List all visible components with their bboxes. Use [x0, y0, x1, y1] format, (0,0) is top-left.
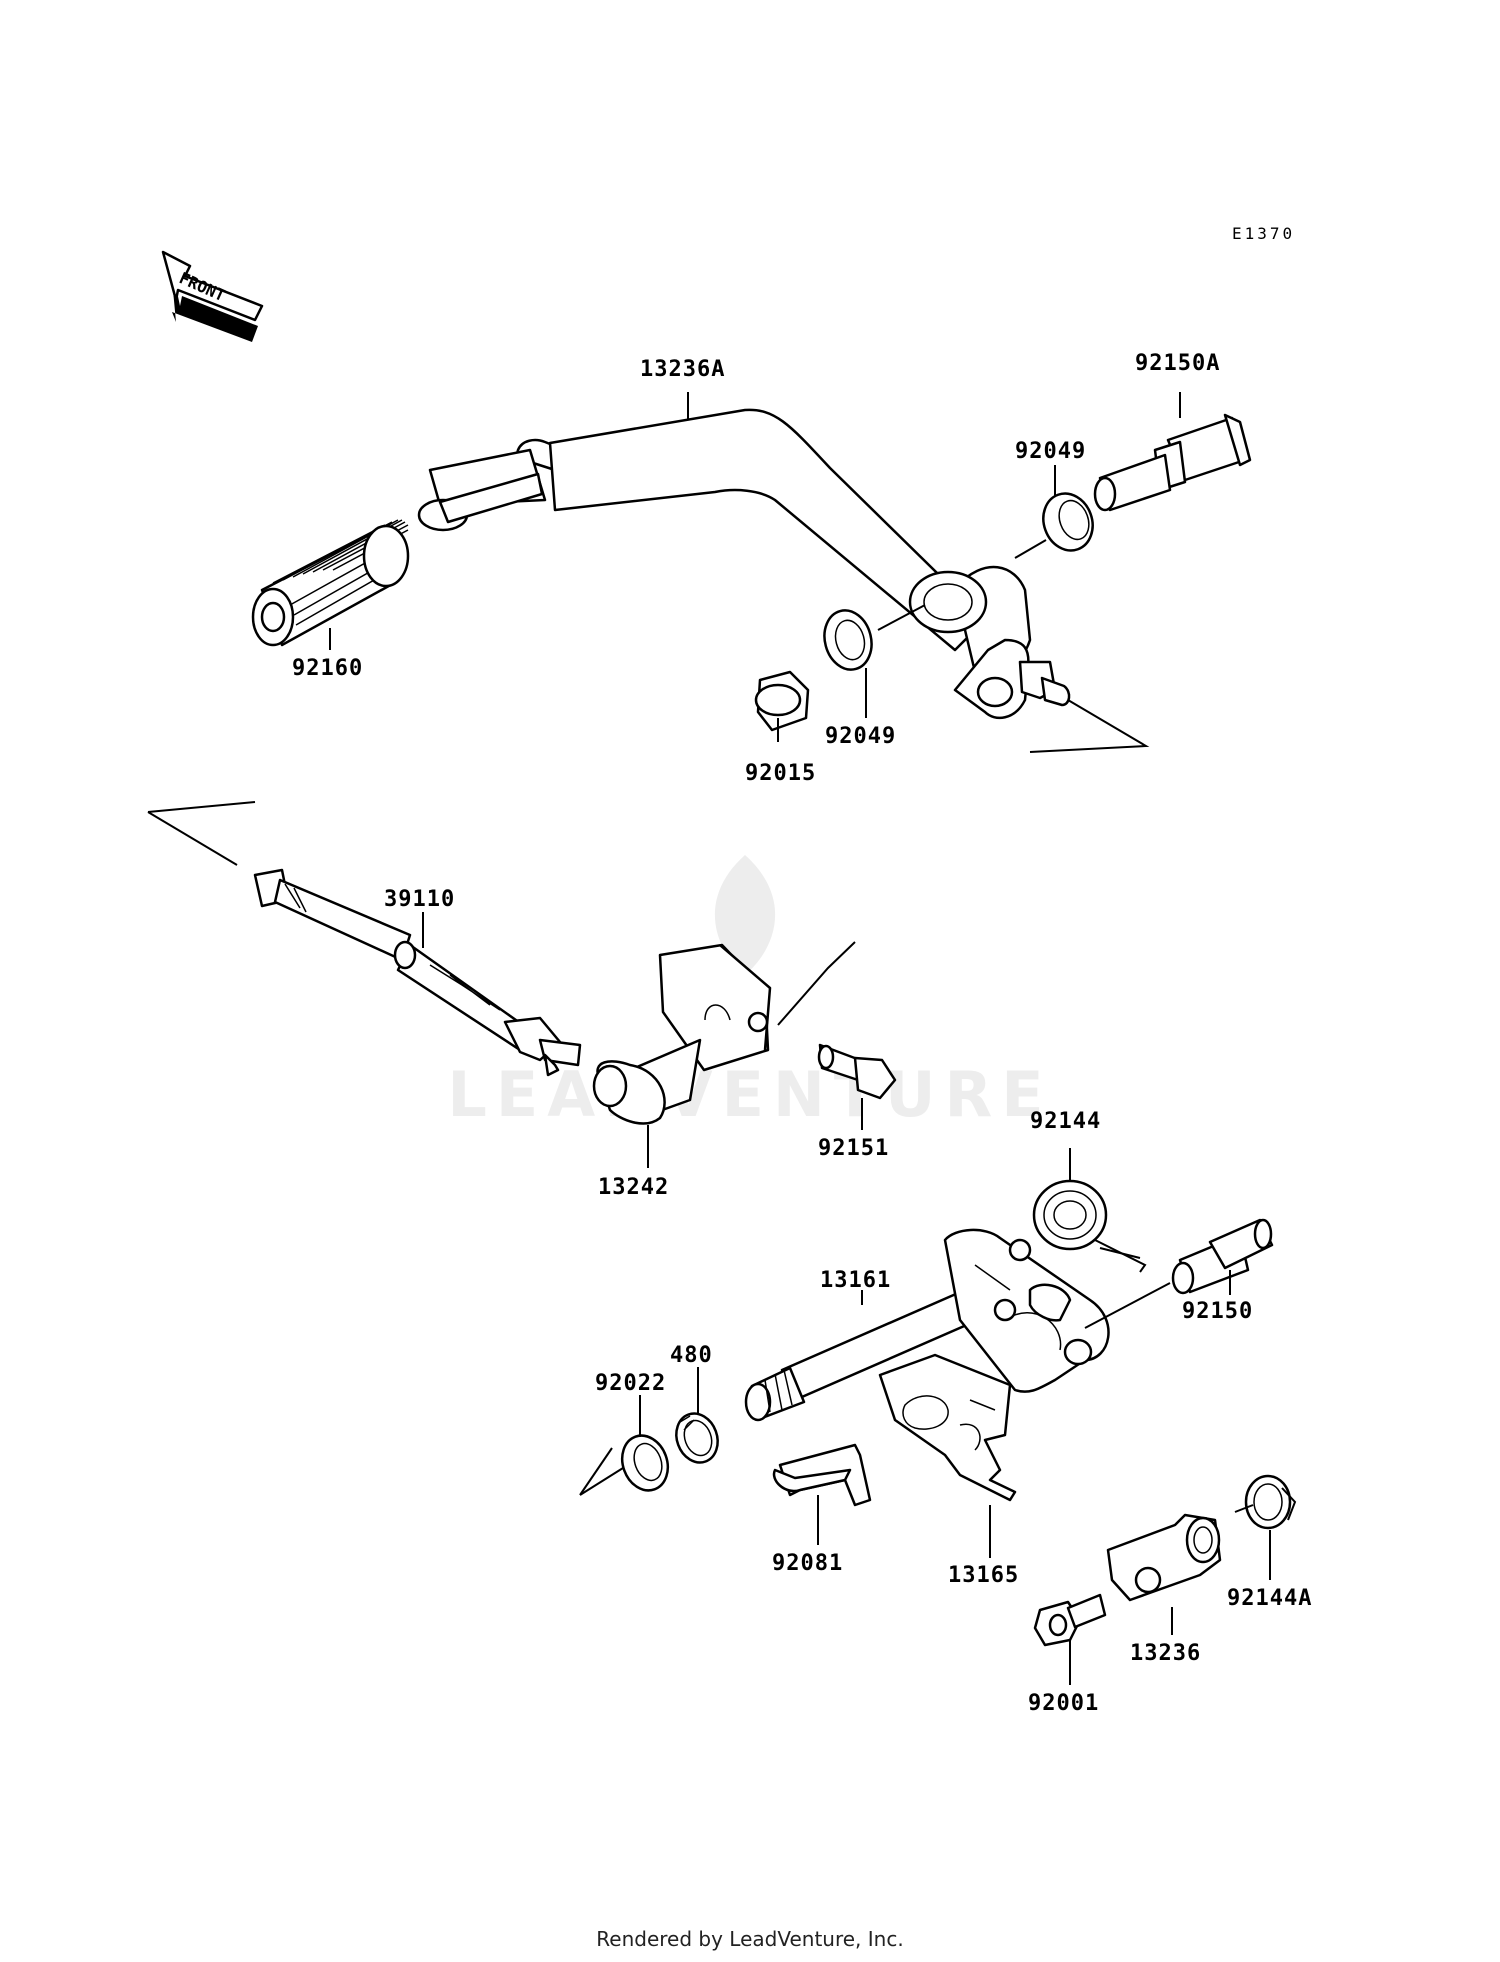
footer-credit: Rendered by LeadVenture, Inc. [596, 1927, 903, 1951]
part-92081-clip [772, 1443, 872, 1507]
part-13236A-shift-pedal [417, 408, 1071, 720]
part-labels: 13236A 92150A 92049 92049 92160 92015 39… [292, 351, 1312, 1716]
diagram-code: E1370 [1232, 224, 1295, 243]
part-92001-bolt [1033, 1593, 1107, 1647]
label-92160: 92160 [292, 656, 363, 681]
label-92049-lower: 92049 [825, 724, 896, 749]
part-13236-lever [1106, 1513, 1222, 1602]
part-92049-lower-washer [823, 609, 873, 671]
label-92150A: 92150A [1135, 351, 1220, 376]
part-92049-upper-washer [1042, 492, 1094, 552]
part-92160-rubber-pedal [251, 519, 410, 647]
label-13161: 13161 [820, 1268, 891, 1293]
label-13242: 13242 [598, 1175, 669, 1200]
watermark-flame-icon [714, 855, 776, 975]
label-13236A: 13236A [640, 357, 725, 382]
pedal-rod [438, 472, 544, 524]
part-13242-shift-lever [592, 943, 772, 1125]
label-92151: 92151 [818, 1136, 889, 1161]
part-39110-tie-rod [147, 801, 582, 1077]
label-92049-upper: 92049 [1015, 439, 1086, 464]
label-480: 480 [670, 1343, 713, 1368]
part-480-circlip [675, 1412, 719, 1464]
label-92081: 92081 [772, 1551, 843, 1576]
label-13236: 13236 [1130, 1641, 1201, 1666]
part-92015-cap-nut [754, 670, 810, 732]
label-92150: 92150 [1182, 1299, 1253, 1324]
label-13165: 13165 [948, 1563, 1019, 1588]
leader-lines-upper [329, 392, 1181, 753]
label-92015: 92015 [745, 761, 816, 786]
label-92001: 92001 [1028, 1691, 1099, 1716]
front-arrow-icon: FRONT [161, 250, 264, 342]
part-92022-washer [620, 1434, 670, 1492]
part-92144-spring [1032, 1179, 1147, 1273]
watermark-text: LEADVENTURE [447, 1058, 1052, 1131]
label-39110: 39110 [384, 887, 455, 912]
part-92151-bolt [817, 1043, 897, 1100]
leader-lines-middle [422, 912, 863, 1168]
label-92144: 92144 [1030, 1109, 1101, 1134]
label-92144A: 92144A [1227, 1586, 1312, 1611]
part-92144A-spring [1244, 1474, 1297, 1530]
part-92150A-bolt [1093, 413, 1252, 512]
part-92150-bolt [1171, 1218, 1274, 1295]
leader-lines-lower [579, 1148, 1271, 1685]
label-92022: 92022 [595, 1371, 666, 1396]
part-13165-plate [878, 1353, 1017, 1502]
part-13161-shift-shaft [744, 1228, 1110, 1422]
